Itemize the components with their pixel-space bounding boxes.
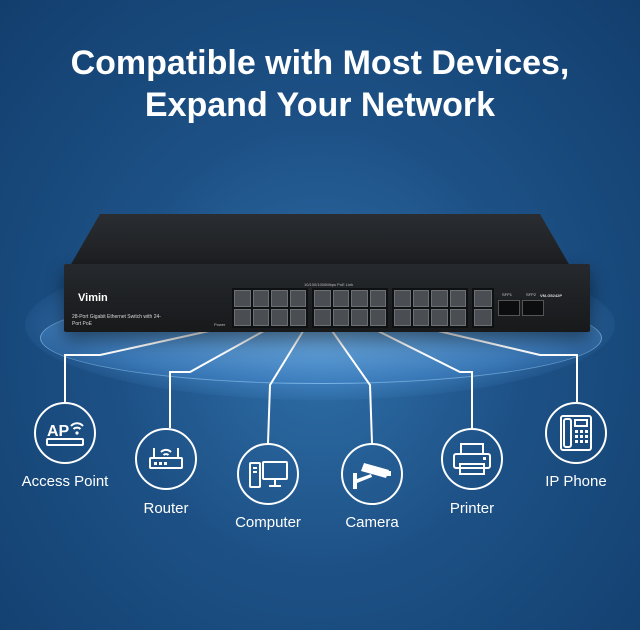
line-router <box>169 321 281 428</box>
line-ip-phone <box>399 321 578 402</box>
camera-icon <box>353 463 391 489</box>
switch-description: 28-Port Gigabit Ethernet Switch with 24-… <box>72 314 161 327</box>
line-printer <box>359 321 473 428</box>
sfp1-slot <box>498 300 520 316</box>
switch-top-panel <box>70 214 570 266</box>
port-group-1 <box>232 288 308 328</box>
port-group-3 <box>392 288 468 328</box>
label-camera: Camera <box>345 514 399 531</box>
switch-model: VM-G5242P <box>539 293 562 298</box>
printer-icon <box>453 443 491 475</box>
device-access-point: AP Access Point <box>22 402 108 490</box>
line-access-point <box>64 321 251 402</box>
switch-power-label: Power <box>214 322 226 327</box>
device-router: Router <box>135 428 197 517</box>
computer-icon <box>249 461 288 488</box>
network-switch: Vimin 28-Port Gigabit Ethernet Switch wi… <box>64 264 590 332</box>
router-circle <box>135 428 197 490</box>
label-ip-phone: IP Phone <box>545 473 607 490</box>
line-computer <box>267 327 306 444</box>
ip-phone-circle <box>545 402 607 464</box>
label-access-point: Access Point <box>21 473 109 490</box>
device-ip-phone: IP Phone <box>545 402 607 490</box>
printer-circle <box>441 428 503 490</box>
label-router: Router <box>143 500 189 517</box>
uplink-ports <box>472 288 494 328</box>
line-camera <box>329 327 373 444</box>
device-computer: Computer <box>235 443 301 531</box>
router-icon <box>149 448 183 469</box>
label-computer: Computer <box>235 514 301 531</box>
computer-circle <box>237 443 299 505</box>
ip-phone-icon <box>560 415 592 451</box>
device-printer: Printer <box>441 428 503 517</box>
switch-port-header: 10/100/1000Mbps PoE Link <box>304 282 354 287</box>
switch-brand: Vimin <box>78 292 108 304</box>
headline-line-2: Expand Your Network <box>144 86 496 124</box>
sfp2-label: SFP2 <box>526 292 537 297</box>
ap-text: AP <box>47 423 70 440</box>
port-group-2 <box>312 288 388 328</box>
headline-line-1: Compatible with Most Devices, <box>70 44 570 82</box>
device-camera: Camera <box>341 443 403 531</box>
sfp2-slot <box>522 300 544 316</box>
sfp1-label: SFP1 <box>502 292 513 297</box>
label-printer: Printer <box>449 500 495 517</box>
access-point-icon: AP <box>46 422 84 446</box>
camera-circle <box>341 443 403 505</box>
access-point-circle <box>34 402 96 464</box>
